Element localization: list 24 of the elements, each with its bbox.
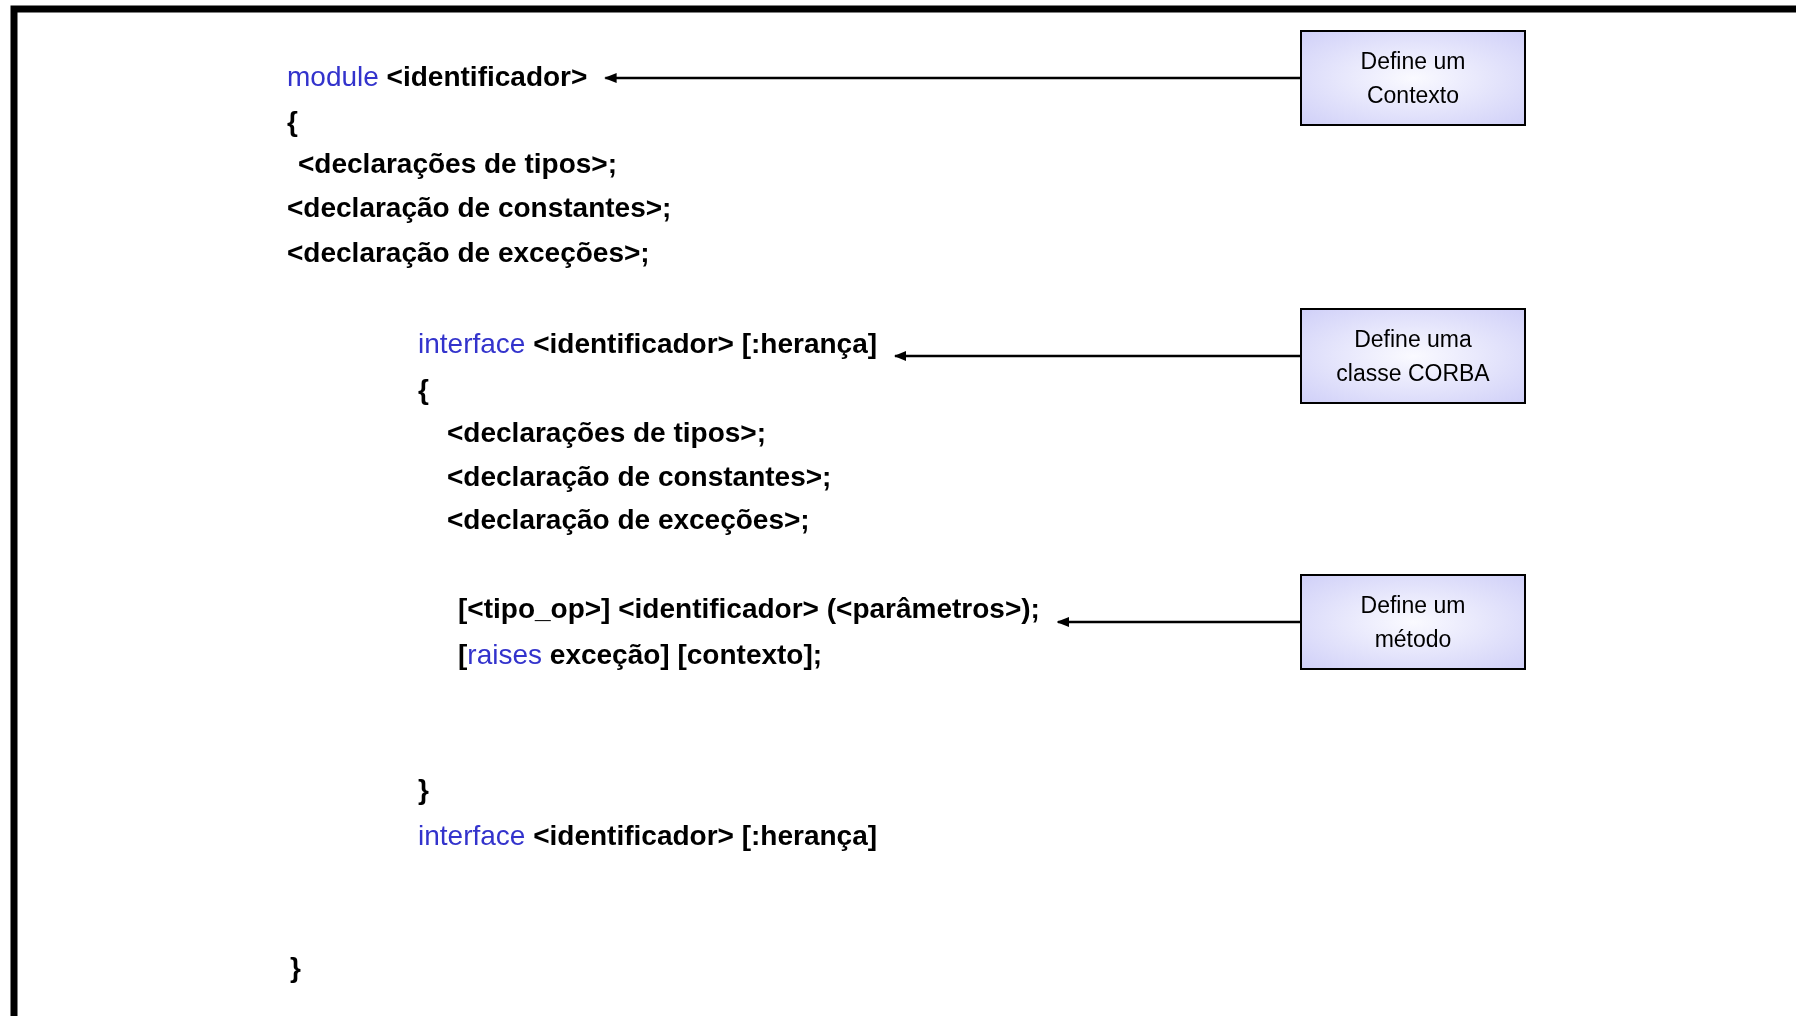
code-line: } <box>290 951 301 985</box>
note-box <box>1300 30 1526 126</box>
note-text: Define um Contexto <box>1359 47 1467 110</box>
arrow <box>1056 617 1300 627</box>
code-line: } <box>418 773 429 807</box>
code-line: [<tipo_op>] <identificador> (<parâmetros>); <box>458 592 1040 626</box>
code-line: module <identificador> <box>287 60 588 94</box>
code-line: [raises exceção] [contexto]; <box>458 638 823 672</box>
arrow <box>604 73 1300 83</box>
code-line: { <box>418 373 429 407</box>
code-line: interface <identificador> [:herança] <box>418 819 878 853</box>
code-line: <declaração de exceções>; <box>287 236 650 270</box>
note-box <box>1300 574 1526 670</box>
code-line: <declarações de tipos>; <box>298 147 618 181</box>
code-line: <declaração de exceções>; <box>447 503 810 537</box>
note-text: Define uma classe CORBA <box>1335 325 1491 388</box>
code-line: { <box>287 105 298 139</box>
note-text: Define um método <box>1359 591 1467 654</box>
code-line: <declaração de constantes>; <box>447 460 832 494</box>
code-line: <declaração de constantes>; <box>287 191 672 225</box>
note-box <box>1300 308 1526 404</box>
arrow <box>893 351 1300 361</box>
code-line: <declarações de tipos>; <box>447 416 767 450</box>
code-line: interface <identificador> [:herança] <box>418 327 878 361</box>
